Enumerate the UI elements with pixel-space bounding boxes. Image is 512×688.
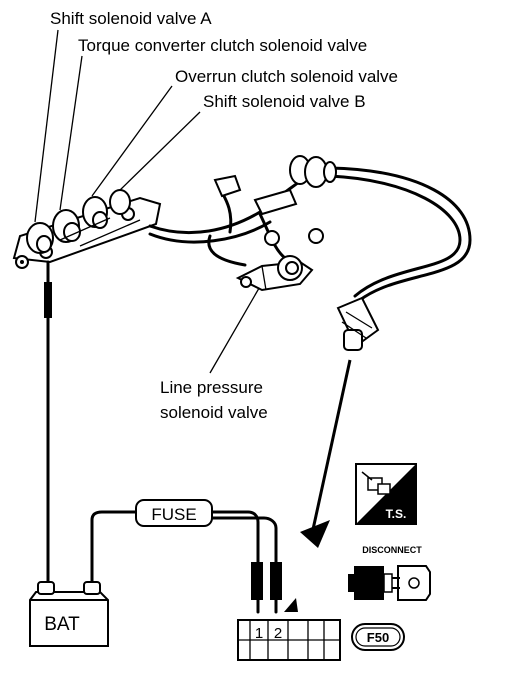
label-tcc-solenoid: Torque converter clutch solenoid valve [78,36,367,55]
transmission-harness [148,155,472,302]
label-shift-solenoid-a: Shift solenoid valve A [50,9,212,28]
line-pressure-solenoid-body [235,255,314,292]
shift-solenoid-b-body [109,189,131,215]
battery-label: BAT [44,614,80,635]
ts-label: T.S. [386,507,407,521]
terminal-1-label: 1 [255,625,263,642]
shift-solenoid-a-body [26,222,54,254]
wire-splice-upper [44,282,52,318]
fuse: FUSE [135,499,213,527]
power-circuit [44,260,282,614]
ts-symbol-icon: T.S. [355,463,417,525]
leader-lines [34,29,263,374]
overrun-solenoid-body [82,196,108,229]
test-probe-1 [251,562,263,600]
terminal-2-label: 2 [274,625,282,642]
connector-id-badge: F50 [351,623,405,651]
label-shift-solenoid-b: Shift solenoid valve B [203,92,366,111]
connector-id-label: F50 [367,630,389,645]
disconnect-symbol: DISCONNECT [348,545,431,601]
solenoid-assembly [12,189,162,269]
pointer-arrow [300,359,352,548]
label-line-pressure-1: Line pressure [160,378,263,397]
battery: BAT [29,581,109,647]
disconnect-label: DISCONNECT [362,545,422,555]
connector-face: 1 2 [237,598,341,661]
label-line-pressure-2: solenoid valve [160,403,268,422]
fuse-label: FUSE [151,505,196,524]
label-overrun-clutch-solenoid: Overrun clutch solenoid valve [175,67,398,86]
test-probe-2 [270,562,282,600]
harness-connector-f50 [336,296,380,351]
disconnect-icon [348,565,431,601]
